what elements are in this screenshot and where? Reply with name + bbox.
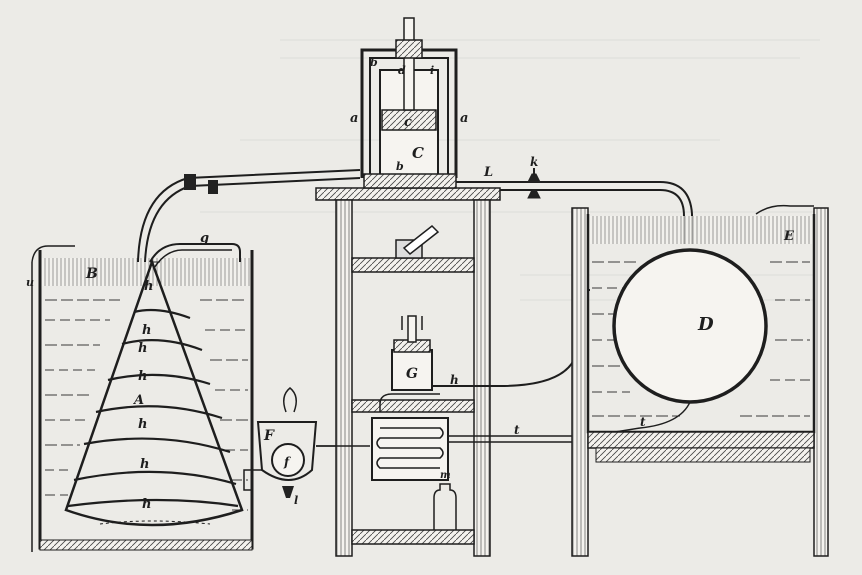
label-f: f [283,455,291,469]
right-tank-E [571,204,829,557]
label-u: u [26,276,34,289]
label-b-top: b [370,56,378,69]
label-g: g [200,231,209,246]
label-h4: h [138,369,147,384]
label-G: G [406,366,418,382]
sphere-D [612,248,768,404]
top-cylinder-C [360,17,458,189]
label-D: D [697,314,714,335]
letter-labels: a a b d i c C b L k B u g h h h h A h h … [26,56,795,512]
left-tank-water-lines [45,299,248,511]
label-C-cylinder: C [412,144,424,162]
label-c-piston: c [404,115,412,130]
label-A: A [132,393,144,408]
center-frame [315,187,501,557]
label-a-right: a [460,111,468,126]
label-t-mid: t [514,423,520,437]
label-b-base: b [396,160,404,173]
small-vessel-F [243,387,336,498]
label-h-valve: h [450,373,459,387]
condenser-coil [371,417,449,481]
label-L: L [483,165,493,180]
label-h7: h [142,497,151,512]
label-B: B [85,266,98,282]
label-h5: h [138,417,147,432]
label-l: l [294,494,298,507]
label-F: F [263,428,275,444]
label-i-top: i [430,64,434,77]
label-h2: h [142,323,151,338]
cone-A [64,258,244,527]
cone-shelves [67,308,239,508]
label-k: k [530,155,538,169]
label-a-left: a [350,111,358,126]
label-t-right: t [640,415,646,429]
label-E: E [783,229,795,244]
label-h3: h [138,341,147,356]
label-d-top: d [398,64,406,77]
label-h1: h [144,279,153,294]
top-pipes [137,168,693,269]
label-m: m [440,470,451,481]
label-h6: h [140,457,149,472]
